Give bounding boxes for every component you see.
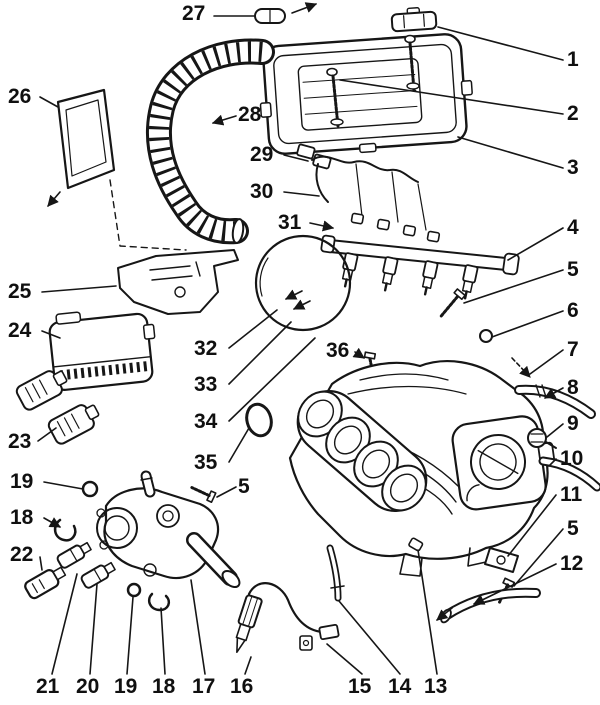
vent-hose-lower (538, 456, 600, 492)
callout-9: 9 (567, 412, 579, 435)
callout-22: 22 (10, 543, 34, 566)
callout-26: 26 (8, 85, 32, 108)
leader-lines (37, 15, 564, 675)
oring-seal (81, 480, 99, 498)
callout-20: 20 (76, 675, 100, 698)
callout-29: 29 (250, 143, 274, 166)
breather-pipe (326, 544, 345, 602)
coolant-sensors (24, 541, 116, 600)
housing-screws (326, 34, 420, 128)
callout-1: 1 (567, 48, 579, 71)
oring-seal (126, 582, 142, 598)
callout-7: 7 (567, 338, 579, 361)
callout-4: 4 (567, 216, 579, 239)
callout-19b: 19 (114, 675, 138, 698)
throttle-body (451, 415, 556, 511)
callout-15: 15 (348, 675, 372, 698)
callout-16: 16 (230, 675, 254, 698)
cable-loop (254, 234, 352, 332)
callout-12: 12 (560, 552, 584, 575)
callout-11: 11 (560, 483, 583, 506)
callout-35: 35 (194, 451, 218, 474)
harness-connectors (15, 370, 100, 445)
callout-25: 25 (8, 280, 32, 303)
callout-23: 23 (8, 430, 32, 453)
callout-33: 33 (194, 373, 218, 396)
callout-28: 28 (238, 103, 262, 126)
sensor-connector (318, 623, 340, 641)
callout-2: 2 (567, 102, 579, 125)
coolant-sensor (56, 541, 92, 569)
callout-14: 14 (388, 675, 412, 698)
callout-24: 24 (8, 319, 32, 342)
throttle-sensor-plug (527, 428, 557, 449)
callout-13: 13 (424, 675, 448, 698)
assembly-arrow (511, 357, 531, 378)
callout-34: 34 (194, 410, 218, 433)
callout-8: 8 (567, 376, 579, 399)
temperature-sender (24, 566, 67, 600)
callout-19a: 19 (10, 470, 34, 493)
callout-17: 17 (192, 675, 216, 698)
callout-5b: 5 (567, 517, 579, 540)
manifold-stud (408, 537, 424, 552)
grommet (254, 2, 318, 24)
callout-31: 31 (278, 211, 302, 234)
fuel-rail (320, 234, 520, 343)
housing-cap (390, 7, 438, 33)
connector-bracket (299, 635, 313, 651)
air-filter-housing (259, 33, 473, 155)
rail-bolt (439, 288, 466, 318)
oxygen-sensor (235, 582, 340, 654)
heat-shield-panel (47, 88, 187, 251)
retaining-clip (53, 518, 77, 542)
callout-27: 27 (182, 2, 206, 25)
ecu-module (48, 311, 156, 391)
corrugated-intake-hose (145, 38, 275, 245)
coolant-sensor (80, 561, 116, 589)
coolant-flange (96, 470, 241, 589)
injector-wiring-harness (296, 143, 441, 243)
mounting-bracket (117, 249, 239, 315)
support-bracket (484, 547, 519, 573)
vent-hose-upper (514, 384, 596, 419)
fuel-injector (381, 256, 399, 292)
callout-18a: 18 (10, 506, 34, 529)
fuel-injector (421, 260, 439, 296)
callout-10: 10 (560, 447, 584, 470)
manifold-oring (245, 402, 273, 438)
callout-6: 6 (567, 299, 579, 322)
fuel-injector (461, 264, 479, 300)
callout-5c: 5 (238, 475, 250, 498)
callout-30: 30 (250, 180, 274, 203)
callout-36: 36 (326, 339, 350, 362)
callout-21: 21 (36, 675, 60, 698)
flange-bolt (190, 486, 217, 504)
callout-18b: 18 (152, 675, 176, 698)
retaining-clip (148, 592, 171, 612)
callout-32: 32 (194, 337, 218, 360)
injector-oring (479, 329, 493, 343)
callout-3: 3 (567, 156, 579, 179)
callout-5a: 5 (567, 258, 579, 281)
